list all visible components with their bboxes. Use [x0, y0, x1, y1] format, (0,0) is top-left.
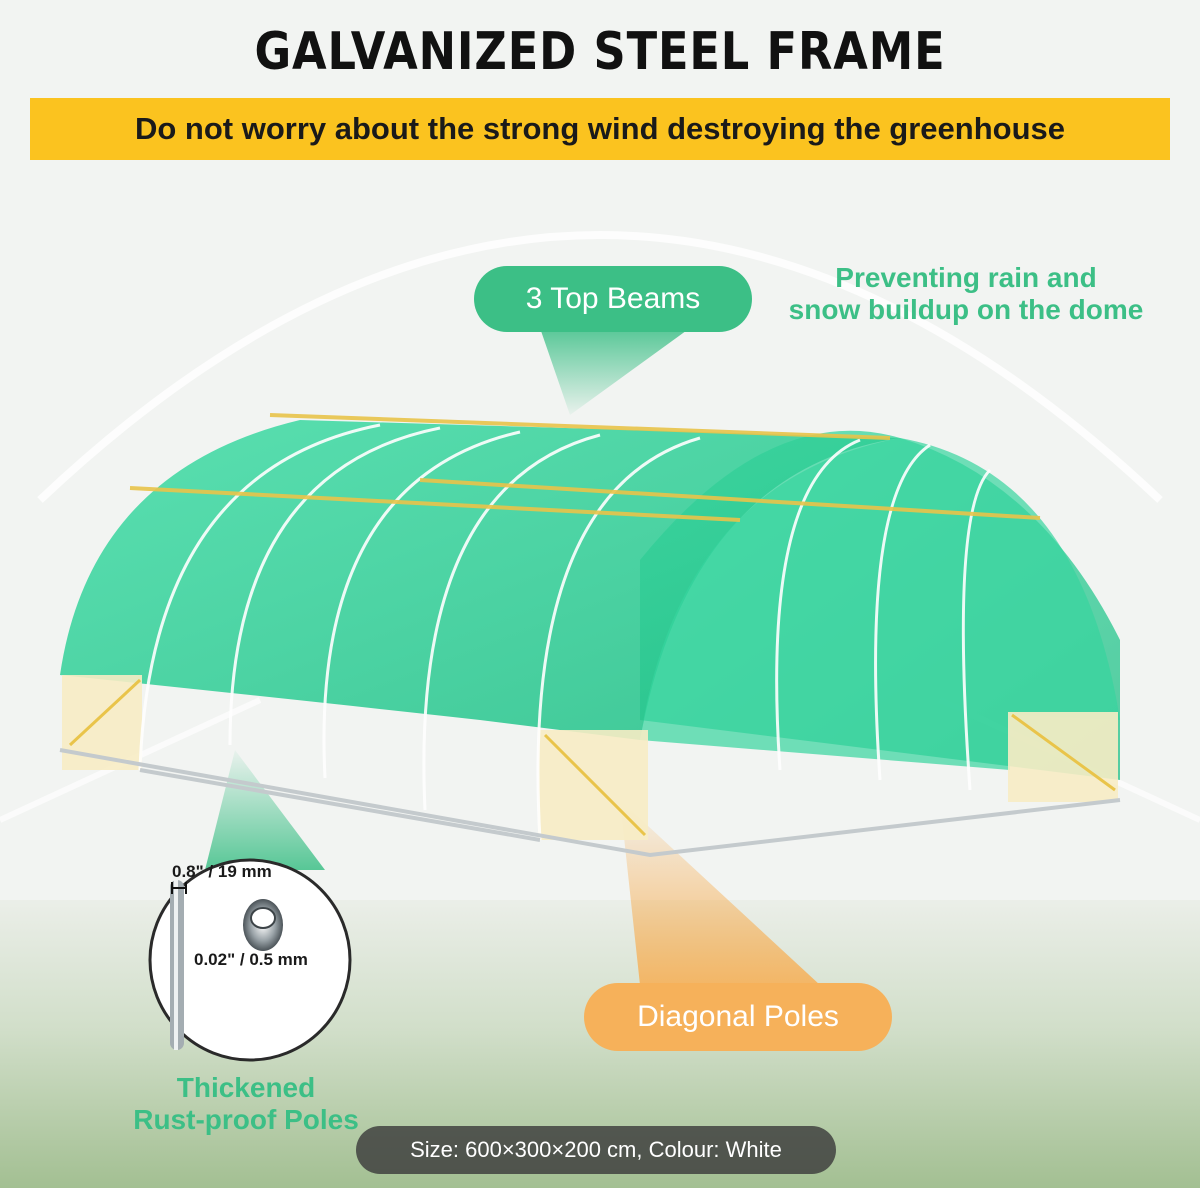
rain-note-line2: snow buildup on the dome	[788, 294, 1144, 326]
top-beams-pointer	[540, 328, 690, 415]
pipe-cross-section	[243, 899, 283, 951]
top-beams-callout: 3 Top Beams	[474, 266, 752, 332]
size-info-text: Size: 600×300×200 cm, Colour: White	[410, 1137, 782, 1162]
rain-note: Preventing rain and snow buildup on the …	[756, 262, 1176, 326]
wall-thickness-label: 0.02" / 0.5 mm	[194, 950, 308, 969]
tagline-text: Do not worry about the strong wind destr…	[134, 111, 1066, 146]
rust-note-line2: Rust-proof Poles	[133, 1104, 359, 1136]
outer-diameter-label: 0.8" / 19 mm	[172, 862, 272, 881]
pole-detail-circle	[148, 858, 352, 1062]
diagonal-poles-callout: Diagonal Poles	[584, 983, 892, 1051]
rust-proof-note: Thickened Rust-proof Poles	[112, 1072, 380, 1136]
headline: GALVANIZED STEEL FRAME	[254, 22, 946, 82]
diagonal-poles-pointer	[620, 800, 820, 985]
rain-note-line1: Preventing rain and	[835, 262, 1097, 293]
rust-note-line1: Thickened	[176, 1072, 316, 1103]
tagline-banner: Do not worry about the strong wind destr…	[30, 98, 1170, 160]
size-info-bar: Size: 600×300×200 cm, Colour: White	[356, 1126, 836, 1174]
